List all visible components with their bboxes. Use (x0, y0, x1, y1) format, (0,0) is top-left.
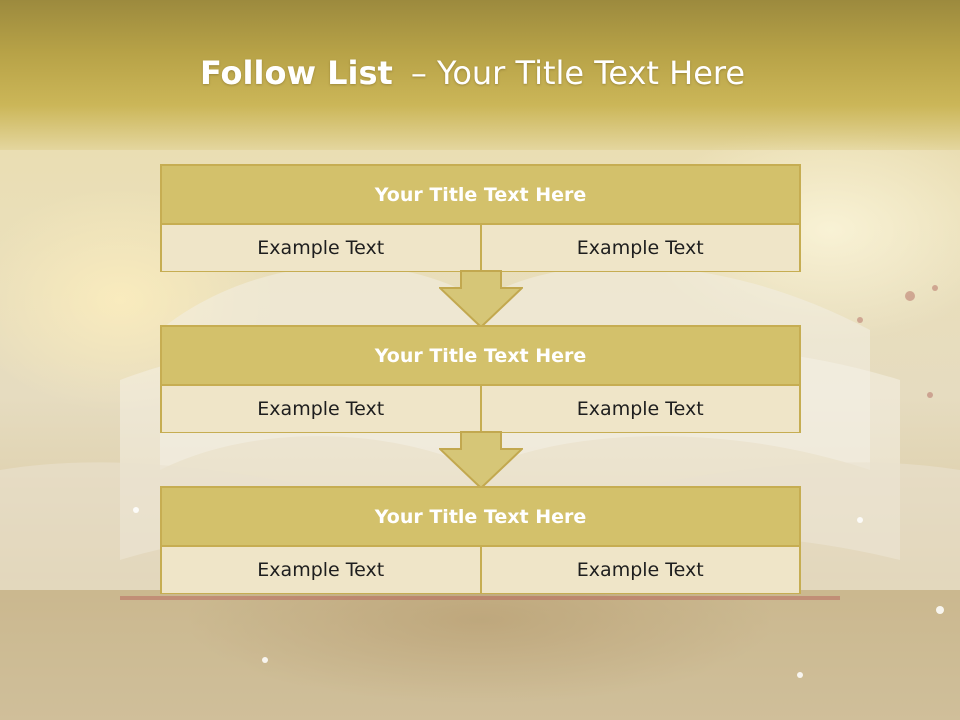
step-title: Your Title Text Here (162, 327, 799, 386)
step-cell-left: Example Text (162, 386, 480, 432)
slide-title-rest: – Your Title Text Here (410, 54, 746, 92)
step-cell-left: Example Text (162, 547, 480, 593)
step-row: Example Text Example Text (162, 547, 799, 593)
step-cell-right: Example Text (479, 225, 799, 271)
down-arrow-icon (439, 270, 523, 328)
slide-title: Follow List – Your Title Text Here (0, 54, 945, 92)
down-arrow-icon (439, 431, 523, 489)
step-cell-right: Example Text (479, 547, 799, 593)
step-box-2: Your Title Text Here Example Text Exampl… (160, 325, 801, 433)
step-row: Example Text Example Text (162, 225, 799, 271)
header-band (0, 0, 960, 150)
step-title: Your Title Text Here (162, 166, 799, 225)
step-box-1: Your Title Text Here Example Text Exampl… (160, 164, 801, 272)
step-box-3: Your Title Text Here Example Text Exampl… (160, 486, 801, 594)
step-cell-left: Example Text (162, 225, 480, 271)
step-cell-right: Example Text (479, 386, 799, 432)
slide-title-bold: Follow List (199, 54, 393, 92)
step-title: Your Title Text Here (162, 488, 799, 547)
step-row: Example Text Example Text (162, 386, 799, 432)
